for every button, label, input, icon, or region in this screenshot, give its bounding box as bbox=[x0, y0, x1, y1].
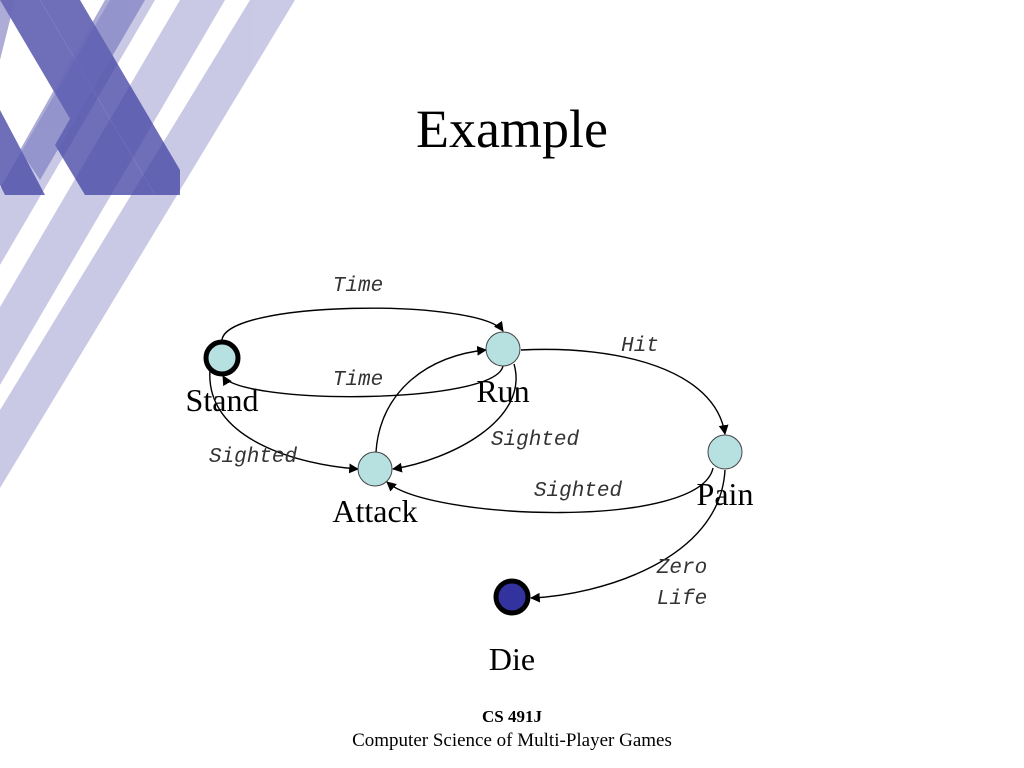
edge-label-pain-to-attack: Sighted bbox=[534, 480, 623, 503]
state-die bbox=[493, 578, 531, 616]
edge-stand-to-attack bbox=[209, 369, 359, 474]
state-stand bbox=[203, 339, 241, 377]
state-label-die: Die bbox=[489, 641, 535, 677]
footer-course-title: Computer Science of Multi-Player Games bbox=[352, 730, 672, 751]
slide-title: Example bbox=[416, 99, 608, 159]
edge-run-to-pain bbox=[520, 348, 729, 435]
edge-pain-to-attack bbox=[386, 467, 714, 514]
state-label-stand: Stand bbox=[186, 382, 259, 418]
edge-pain-to-die bbox=[530, 469, 726, 603]
edge-label-run-to-attack: Sighted bbox=[491, 429, 580, 452]
decorative-stripes bbox=[0, 0, 295, 488]
state-label-run: Run bbox=[476, 373, 529, 409]
edge-label-stand-to-attack: Sighted bbox=[209, 446, 298, 469]
state-machine-diagram: Stand Run Attack Pain Die Time Time Hit … bbox=[186, 275, 754, 677]
edge-run-to-attack bbox=[392, 363, 517, 473]
edge-label-pain-to-die-line2: Life bbox=[657, 588, 707, 611]
state-pain bbox=[707, 434, 743, 470]
state-label-attack: Attack bbox=[332, 493, 417, 529]
edge-run-to-stand bbox=[222, 365, 504, 398]
state-run bbox=[485, 331, 521, 367]
edge-label-run-to-pain: Hit bbox=[621, 335, 659, 358]
edge-label-run-to-stand: Time bbox=[333, 369, 383, 392]
edge-label-pain-to-die-line1: Zero bbox=[656, 557, 707, 580]
edge-attack-to-run bbox=[375, 345, 487, 453]
footer-course-code: CS 491J bbox=[482, 707, 542, 726]
state-label-pain: Pain bbox=[697, 476, 754, 512]
edge-label-stand-to-run: Time bbox=[333, 275, 383, 298]
slide-footer: CS 491J Computer Science of Multi-Player… bbox=[0, 706, 1024, 754]
state-attack bbox=[357, 451, 393, 487]
edge-stand-to-run bbox=[221, 307, 504, 343]
